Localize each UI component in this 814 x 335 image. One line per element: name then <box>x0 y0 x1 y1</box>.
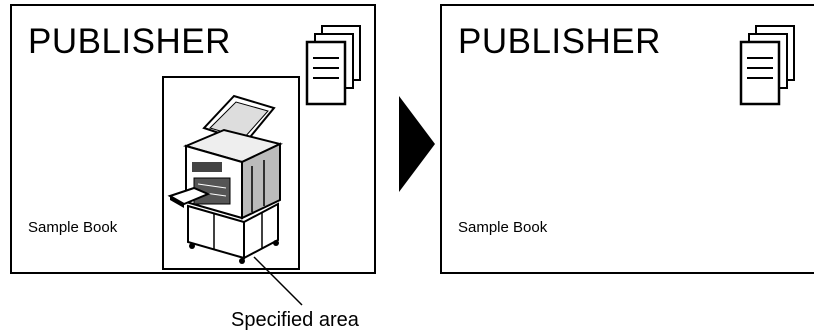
document-stack-icon <box>304 24 364 108</box>
document-stack-icon <box>738 24 798 108</box>
page-after-panel: PUBLISHER Sample Book <box>440 4 814 274</box>
publisher-title: PUBLISHER <box>458 24 661 59</box>
specified-area-box <box>162 76 300 270</box>
book-title: Sample Book <box>28 220 117 235</box>
book-title: Sample Book <box>458 220 547 235</box>
publisher-title: PUBLISHER <box>28 24 231 59</box>
specified-area-caption: Specified area <box>231 310 359 330</box>
right-arrow <box>397 96 437 192</box>
copier-machine-illustration <box>164 78 298 268</box>
callout-leader-line <box>250 255 310 309</box>
page-before-panel: PUBLISHER Sample Book <box>10 4 376 274</box>
